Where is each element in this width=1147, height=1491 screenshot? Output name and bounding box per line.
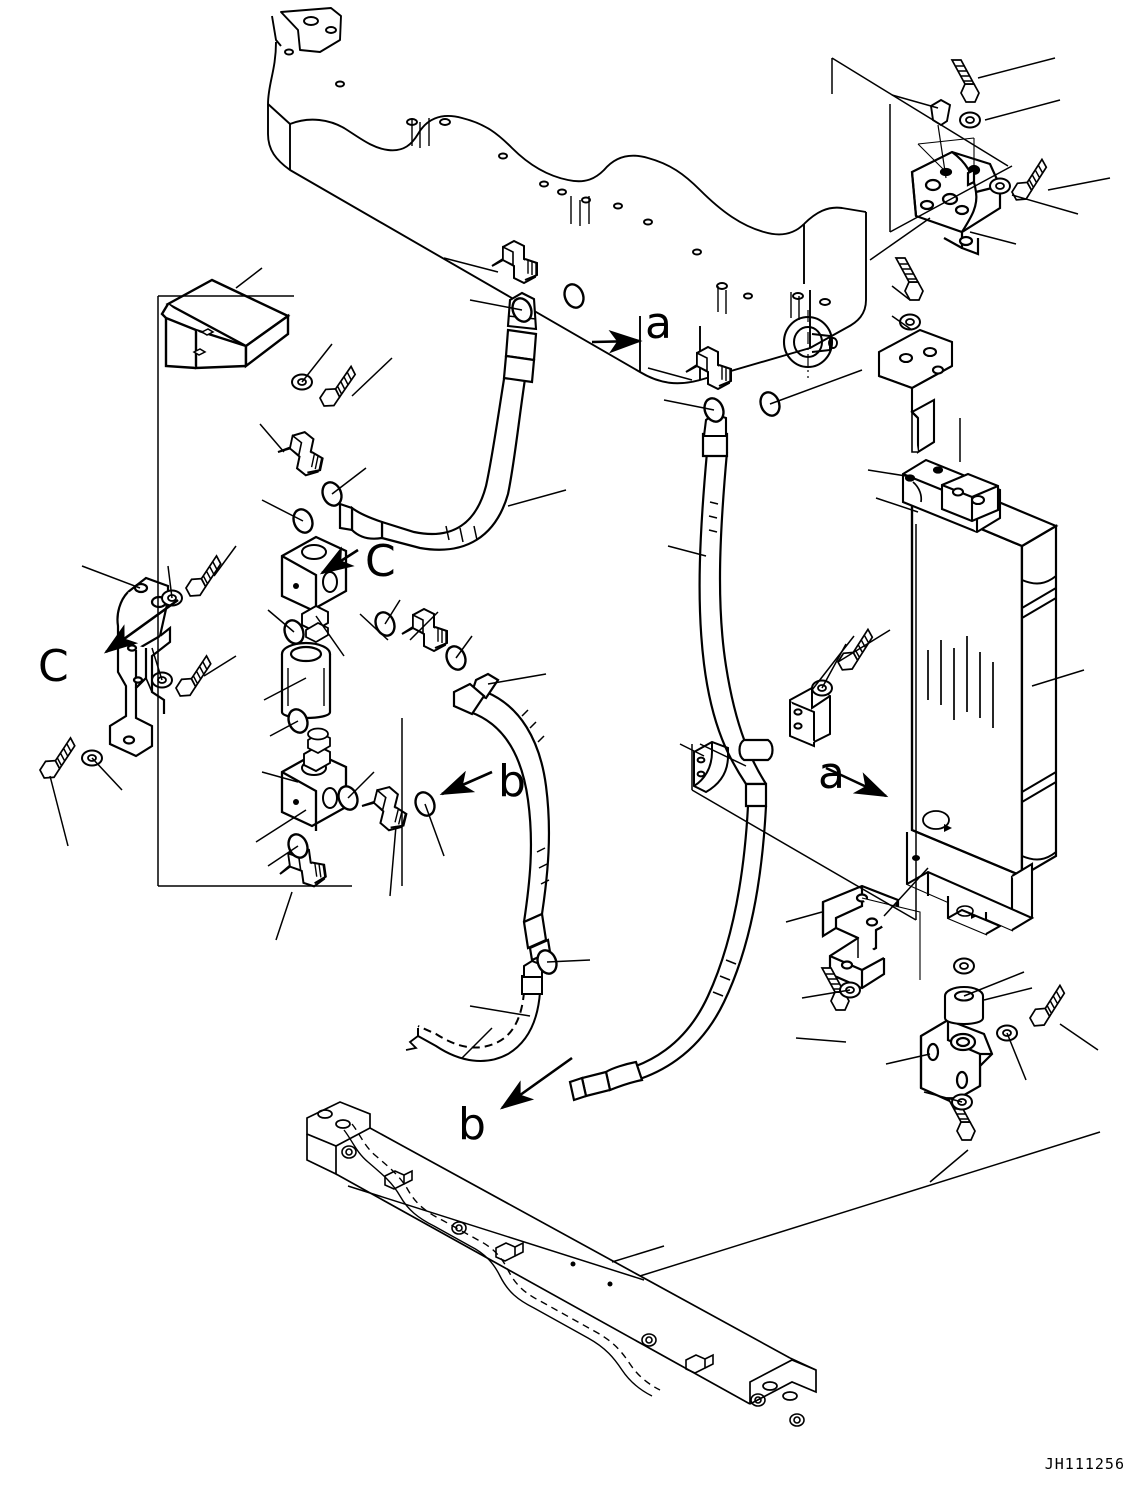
callout-C-center: C — [365, 536, 396, 587]
valve-block-upper — [280, 535, 348, 644]
callout-a-top: a — [645, 298, 672, 349]
arrow-b-lower — [499, 1056, 573, 1110]
hydraulic-hose-center — [698, 412, 774, 808]
leader-lines — [49, 57, 1111, 1277]
rubber-mount-bushing — [943, 985, 985, 1026]
elbow-fitting-mid — [685, 346, 732, 390]
cover-shield-plate — [160, 278, 291, 370]
callout-a-right: a — [818, 748, 845, 799]
elbow-fitting-left-b — [401, 608, 448, 652]
mounting-bracket-lower — [821, 884, 921, 990]
valve-block-lower — [280, 727, 348, 833]
arrow-C-center — [319, 546, 359, 575]
hydraulic-hose-lower-b — [452, 672, 552, 962]
tube-connector-sleeve — [280, 641, 332, 720]
arrow-C-left — [103, 598, 179, 654]
callout-C-left: C — [38, 641, 69, 692]
upper-frame-beam — [267, 7, 867, 385]
mounting-bracket-left — [108, 576, 172, 758]
cooler-bottom-foot — [905, 810, 1035, 936]
projection-boxes — [157, 57, 1013, 1281]
hydraulic-hose-bottom-left — [405, 959, 543, 1062]
hose-clamp-bracket — [693, 686, 831, 794]
oil-cooler-core — [909, 478, 1059, 878]
callout-arrows — [103, 329, 889, 1110]
callout-b-lower: b — [458, 1099, 486, 1150]
mounting-bracket-right-small — [877, 328, 954, 454]
arrow-b-upper — [439, 770, 493, 796]
elbow-fitting-top — [491, 240, 538, 284]
drawing-number: JH111256 — [1044, 1455, 1125, 1473]
hydraulic-hose-center-lower — [568, 805, 768, 1102]
callout-b-upper: b — [498, 756, 526, 807]
hose-cradle-block — [919, 1018, 994, 1104]
elbow-fitting-left-a — [273, 426, 329, 479]
cooler-top-tank — [901, 458, 1002, 534]
fastener-group — [32, 59, 1074, 1141]
hydraulic-hose-upper — [338, 291, 538, 551]
arrow-a-top — [591, 329, 643, 354]
elbow-fitting-left-c — [356, 780, 413, 835]
o-ring-group — [279, 280, 785, 978]
arrow-a-right — [825, 766, 889, 798]
lower-frame-beam — [306, 1101, 817, 1427]
